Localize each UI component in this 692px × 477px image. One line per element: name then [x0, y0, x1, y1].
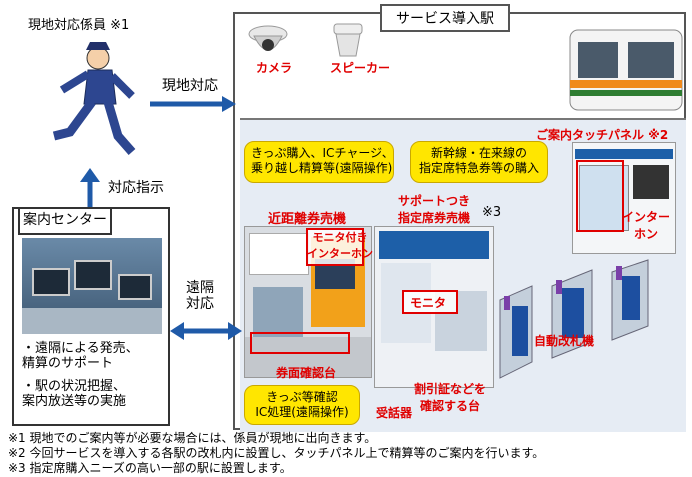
support-ticket-machine-label: サポートつき 指定席券売機: [398, 194, 471, 225]
touch-intercom-label: インター ホン: [622, 210, 671, 241]
support-note: ※3: [482, 205, 502, 220]
footnote-2: ※2 今回サービスを導入する各駅の改札内に設置し、タッチパネル上で精算等のご案内…: [8, 446, 545, 460]
monitor-intercom-box: [306, 228, 364, 266]
center-bullet-1: ・遠隔による発売、 精算のサポート: [22, 341, 139, 371]
camera-icon: [248, 25, 288, 51]
discount-stand-label: 割引証などを 確認する台: [414, 382, 487, 413]
camera-label: カメラ: [256, 61, 293, 75]
on-site-label: 現地対応: [162, 78, 218, 94]
on-site-arrow: [150, 96, 236, 112]
monitor-intercom-label: モニタ付き インターホン: [307, 231, 373, 260]
touch-panel-label: ご案内タッチパネル ※2: [536, 128, 669, 142]
monitor-label: モニタ: [410, 296, 447, 310]
gate-label: 自動改札機: [534, 334, 595, 348]
near-ticket-machine-label: 近距離券売機: [268, 212, 347, 227]
ticket-gates: [499, 259, 649, 379]
guidance-center-title: 案内センター: [18, 207, 112, 235]
remote-arrow: [170, 322, 242, 340]
instruct-label: 対応指示: [108, 180, 164, 196]
remote-label: 遠隔 対応: [186, 280, 214, 313]
receiver-label: 受話器: [376, 406, 413, 420]
callout-kippu: きっぷ購入、ICチャージ、 乗り越し精算等(遠隔操作): [244, 141, 394, 183]
center-photo: [22, 238, 162, 334]
center-bullet-2: ・駅の状況把握、 案内放送等の実施: [22, 379, 127, 409]
station-title: サービス導入駅: [380, 4, 510, 32]
footnote-3: ※3 指定席購入ニーズの高い一部の駅に設置します。: [8, 461, 292, 475]
running-staff-icon: [52, 42, 136, 155]
monitor-box: [402, 290, 458, 314]
staff-label: 現地対応係員 ※1: [28, 18, 130, 33]
callout-shinkansen: 新幹線・在来線の 指定席特急券等の購入: [410, 141, 548, 183]
speaker-icon: [333, 23, 363, 57]
touch-screen-box: [576, 160, 624, 232]
callout-kippu-confirm: きっぷ等確認 IC処理(遠隔操作): [244, 385, 360, 425]
ticket-stand-label: 券面確認台: [276, 366, 337, 380]
speaker-label: スピーカー: [330, 61, 391, 75]
instruct-arrow: [80, 168, 100, 208]
footnote-1: ※1 現地でのご案内等が必要な場合には、係員が現地に出向きます。: [8, 431, 377, 445]
train-icon: [569, 29, 683, 111]
ticket-stand-box: [250, 332, 350, 354]
